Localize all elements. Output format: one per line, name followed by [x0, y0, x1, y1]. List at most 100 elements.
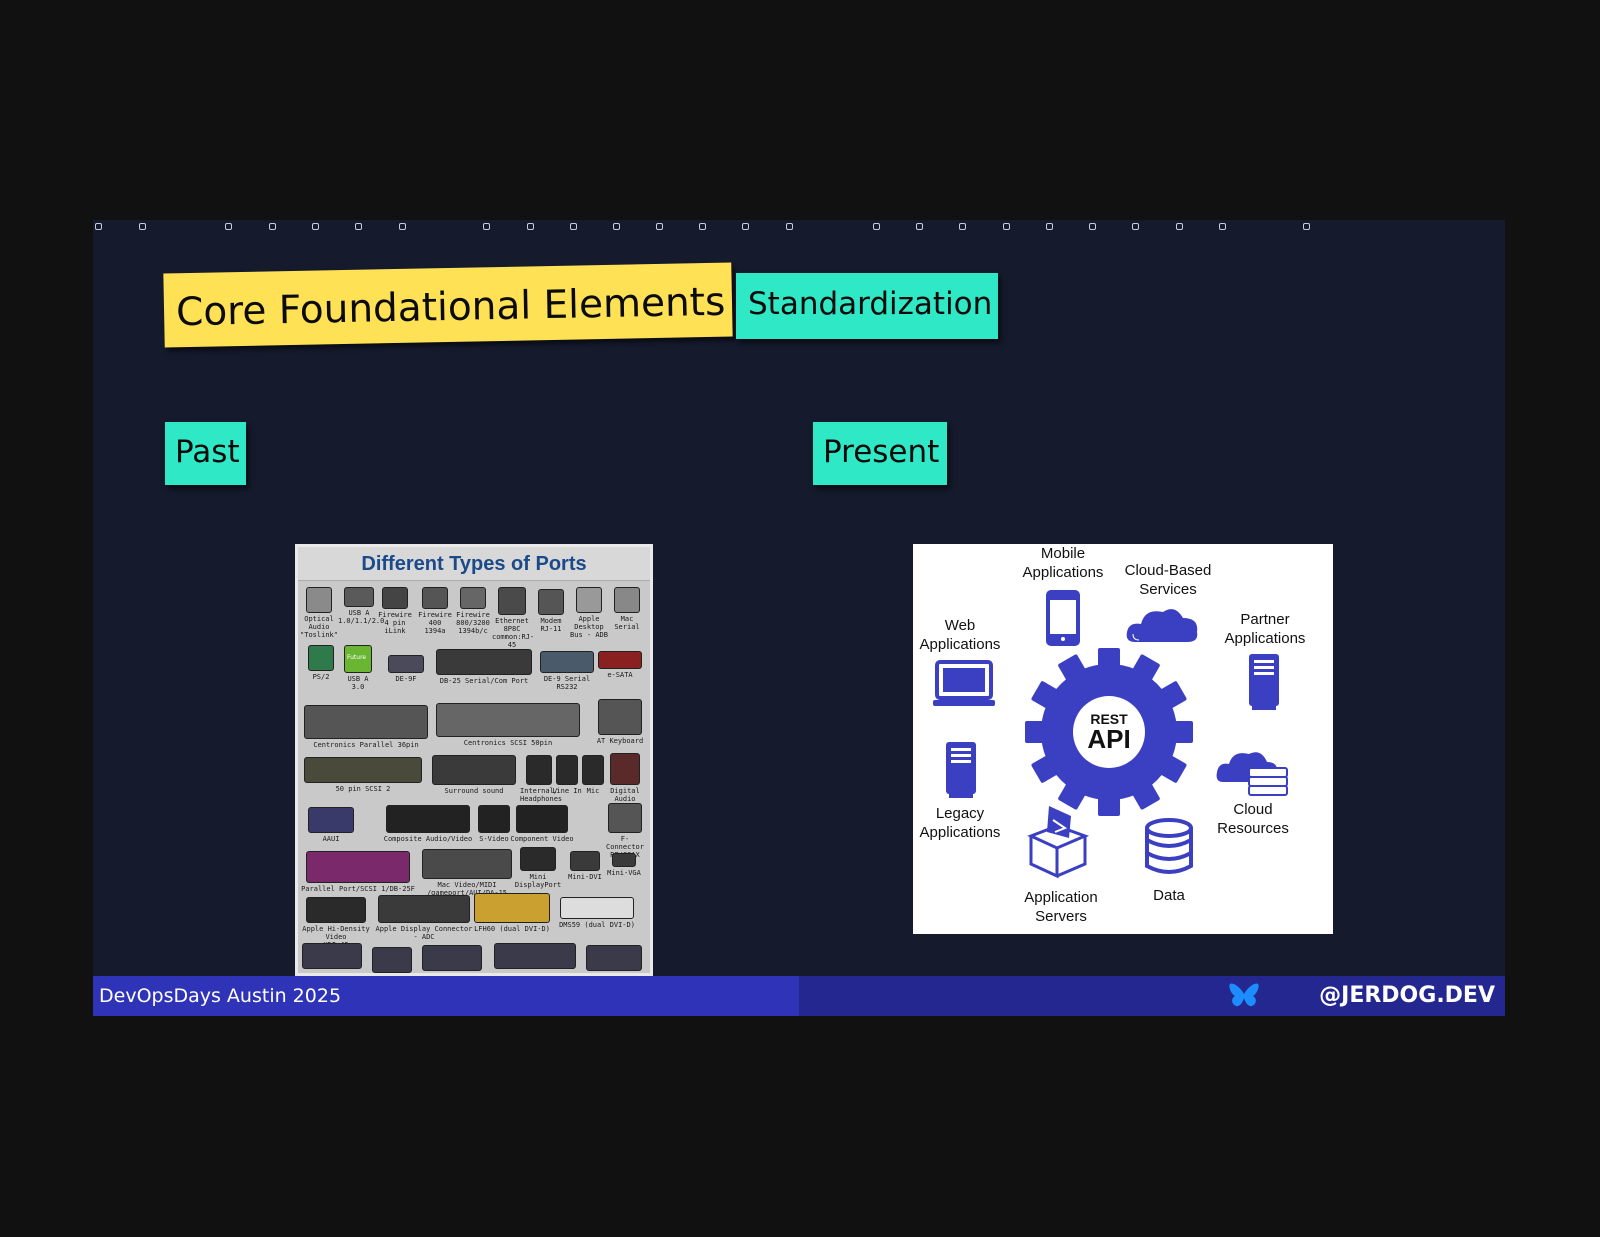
port-connector-image — [520, 847, 556, 871]
port-item: 50 pin SCSI 2 — [304, 757, 422, 807]
port-connector-image — [386, 805, 470, 833]
port-connector-image — [598, 699, 642, 735]
gear-tooth — [1171, 721, 1193, 743]
port-item: Mac Serial — [614, 587, 640, 637]
cloud-icon — [1126, 609, 1198, 642]
port-label: Ethernet 8P8C common:RJ-45 — [492, 617, 535, 649]
port-label: DE-9F — [395, 675, 417, 683]
node-label-mobile: Mobile Applications — [1022, 545, 1104, 581]
port-connector-image — [570, 851, 600, 871]
port-connector-image — [526, 755, 552, 785]
port-label: Centronics SCSI 50pin — [463, 739, 553, 747]
port-item: Modem RJ-11 — [538, 589, 564, 639]
port-connector-image — [308, 645, 334, 671]
sticky-note-dot — [699, 223, 706, 230]
port-connector-image — [576, 587, 602, 613]
port-connector-image — [494, 943, 576, 969]
port-item: LFH60 (dual DVI-D) — [474, 893, 550, 947]
port-connector-image: Future — [344, 645, 372, 673]
port-label: Mini DisplayPort — [514, 873, 562, 889]
port-connector-image — [612, 853, 636, 867]
sticky-note-dot — [1303, 223, 1310, 230]
ports-board-title: Different Types of Ports — [298, 547, 650, 581]
sticky-note-dot — [269, 223, 276, 230]
port-connector-image — [372, 947, 412, 973]
port-label: e-SATA — [607, 671, 633, 679]
port-connector-image — [306, 587, 332, 613]
port-label: Apple Display Connector - ADC — [375, 925, 473, 941]
server-icon — [946, 742, 976, 798]
smartphone-icon — [1046, 590, 1080, 646]
port-label: Line In — [552, 787, 582, 795]
sticky-note-dot — [613, 223, 620, 230]
footer-left-bar: DevOpsDays Austin 2025 — [93, 976, 799, 1016]
port-item: Firewire 4 pin iLink — [378, 587, 412, 635]
port-label: PS/2 — [312, 673, 330, 681]
port-label: Mac Video/MIDI /gameport/AUI/DA-15 — [426, 881, 508, 897]
port-item: DMS59 (dual DVI-D) — [559, 897, 635, 943]
port-item: F-Connector RF/COAX — [606, 803, 644, 859]
port-label: Mini-VGA — [607, 869, 641, 877]
gear-tooth — [1157, 754, 1187, 783]
node-label-partner: Partner Applications — [1224, 611, 1306, 647]
port-item: e-SATA — [598, 651, 642, 693]
port-connector-image — [432, 755, 516, 785]
port-label: USB A 1.0/1.1/2.0 — [338, 609, 385, 625]
port-connector-image — [608, 803, 642, 833]
port-connector-image — [388, 655, 424, 673]
social-handle: @JERDOG.DEV — [1319, 983, 1495, 1008]
node-label-cloud-resources: Cloud Resources — [1217, 801, 1289, 837]
sticky-note-dot — [1219, 223, 1226, 230]
node-label-app-servers: Application Servers — [1024, 889, 1098, 925]
cloud-storage-icon — [1216, 752, 1288, 796]
port-item: AAUI — [308, 807, 354, 857]
port-item: Apple Desktop Bus - ADB — [570, 587, 608, 639]
port-connector-image — [308, 807, 354, 833]
port-item: Optical Audio "Toslink" — [300, 587, 338, 639]
port-item: Internal/ Headphones — [520, 755, 562, 809]
port-connector-image — [436, 649, 532, 675]
sticky-note-dot — [916, 223, 923, 230]
sticky-note-dot — [1089, 223, 1096, 230]
gear-tooth — [1131, 780, 1160, 810]
sticky-note-dot — [570, 223, 577, 230]
port-label: DE-9 Serial RS232 — [543, 675, 591, 691]
port-item: DE-9 Serial RS232 — [540, 651, 594, 697]
port-label: Firewire 4 pin iLink — [378, 611, 412, 635]
port-label: S-Video — [479, 835, 509, 843]
port-connector-image — [422, 945, 482, 971]
port-label: Mini-DVI — [568, 873, 602, 881]
sticky-note-dot — [1003, 223, 1010, 230]
api-label: API — [1087, 724, 1130, 754]
port-connector-image — [460, 587, 486, 609]
past-sticky-note: Past — [165, 422, 246, 485]
port-item: Composite Audio/Video — [384, 805, 472, 857]
sticky-note-dot — [1132, 223, 1139, 230]
port-label: Centronics Parallel 36pin — [313, 741, 419, 749]
port-label: Firewire 400 1394a — [418, 611, 452, 635]
port-item: Firewire 400 1394a — [418, 587, 452, 635]
port-item: Mic — [582, 755, 604, 809]
port-item: Ethernet 8P8C common:RJ-45 — [492, 587, 534, 649]
server-icon — [1249, 654, 1279, 710]
ports-board-image: Different Types of Ports Optical Audio "… — [295, 544, 653, 976]
port-label: AT Keyboard — [596, 737, 644, 745]
gear-tooth — [1058, 780, 1087, 810]
port-connector-image — [498, 587, 526, 615]
port-item: Mini-VGA — [607, 853, 641, 891]
port-connector-image — [436, 703, 580, 737]
gear-icon: REST API — [933, 590, 1288, 879]
port-item: AT Keyboard — [597, 699, 643, 759]
gear-tooth — [1157, 681, 1187, 710]
future-tag: Future — [347, 654, 367, 661]
port-item: Line In — [552, 755, 582, 809]
port-item: Surround sound — [432, 755, 516, 809]
sticky-note-dot — [225, 223, 232, 230]
port-label: Mac Serial — [614, 615, 640, 631]
sticky-note-dot — [527, 223, 534, 230]
sticky-note-dot — [742, 223, 749, 230]
sticky-note-dot — [355, 223, 362, 230]
port-connector-image — [586, 945, 642, 971]
port-connector-image — [302, 943, 362, 969]
